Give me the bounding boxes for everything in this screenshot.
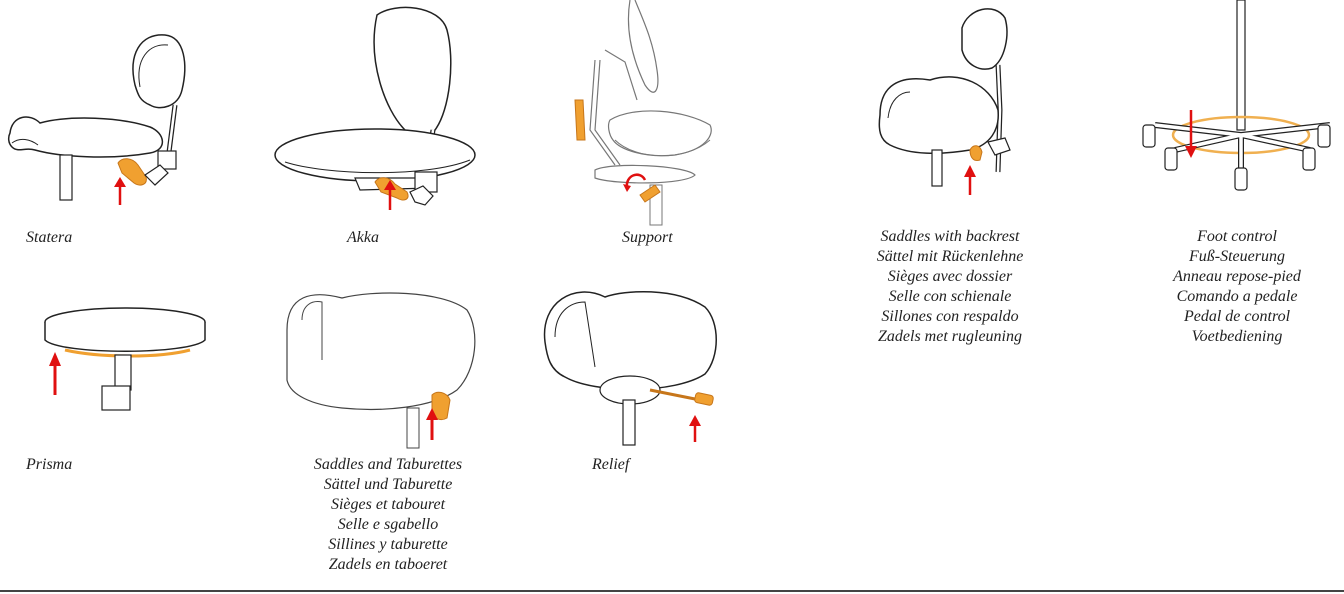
caption-line: Voetbediening — [1173, 327, 1301, 347]
support-chair-illustration — [565, 0, 715, 225]
caption-line: Sièges avec dossier — [877, 267, 1024, 287]
caption-line: Sièges et tabouret — [314, 495, 462, 515]
foot-control-illustration — [1135, 0, 1335, 195]
caption-line: Pedal de control — [1173, 307, 1301, 327]
caption-saddles-backrest: Saddles with backrest Sättel mit Rückenl… — [877, 227, 1024, 347]
caption-line: Selle e sgabello — [314, 515, 462, 535]
caption-line: Fuß-Steuerung — [1173, 247, 1301, 267]
caption-line: Sillones con respaldo — [877, 307, 1024, 327]
akka-chair-illustration — [265, 0, 475, 220]
caption-line: Anneau repose-pied — [1173, 267, 1301, 287]
caption-line: Saddles and Taburettes — [314, 455, 462, 475]
down-arrow-icon — [1185, 110, 1197, 158]
caption-line: Sättel mit Rückenlehne — [877, 247, 1024, 267]
prisma-stool-illustration — [40, 300, 200, 410]
caption-foot-control: Foot control Fuß-Steuerung Anneau repose… — [1173, 227, 1301, 347]
caption-prisma: Prisma — [26, 455, 72, 475]
caption-support: Support — [622, 228, 673, 248]
up-arrow-icon — [114, 177, 126, 205]
saddle-backrest-illustration — [870, 0, 1030, 195]
caption-line: Zadels en taboeret — [314, 555, 462, 575]
caption-line: Selle con schienale — [877, 287, 1024, 307]
relief-saddle-illustration — [535, 282, 735, 447]
caption-statera: Statera — [26, 228, 72, 248]
caption-line: Zadels met rugleuning — [877, 327, 1024, 347]
caption-line: Comando a pedale — [1173, 287, 1301, 307]
caption-line: Saddles with backrest — [877, 227, 1024, 247]
caption-akka: Akka — [347, 228, 379, 248]
caption-relief: Relief — [592, 455, 629, 475]
up-arrow-icon — [964, 165, 976, 195]
up-arrow-icon — [49, 352, 61, 395]
saddle-taburette-illustration — [282, 290, 482, 450]
bottom-divider — [0, 590, 1344, 592]
caption-line: Sillines y taburette — [314, 535, 462, 555]
up-arrow-icon — [689, 415, 701, 442]
lever-icon — [970, 146, 982, 161]
caption-saddles-taburettes: Saddles and Taburettes Sättel und Tabure… — [314, 455, 462, 575]
caption-line: Foot control — [1173, 227, 1301, 247]
lever-icon — [694, 392, 714, 406]
statera-chair-illustration — [0, 15, 200, 215]
caption-line: Sättel und Taburette — [314, 475, 462, 495]
